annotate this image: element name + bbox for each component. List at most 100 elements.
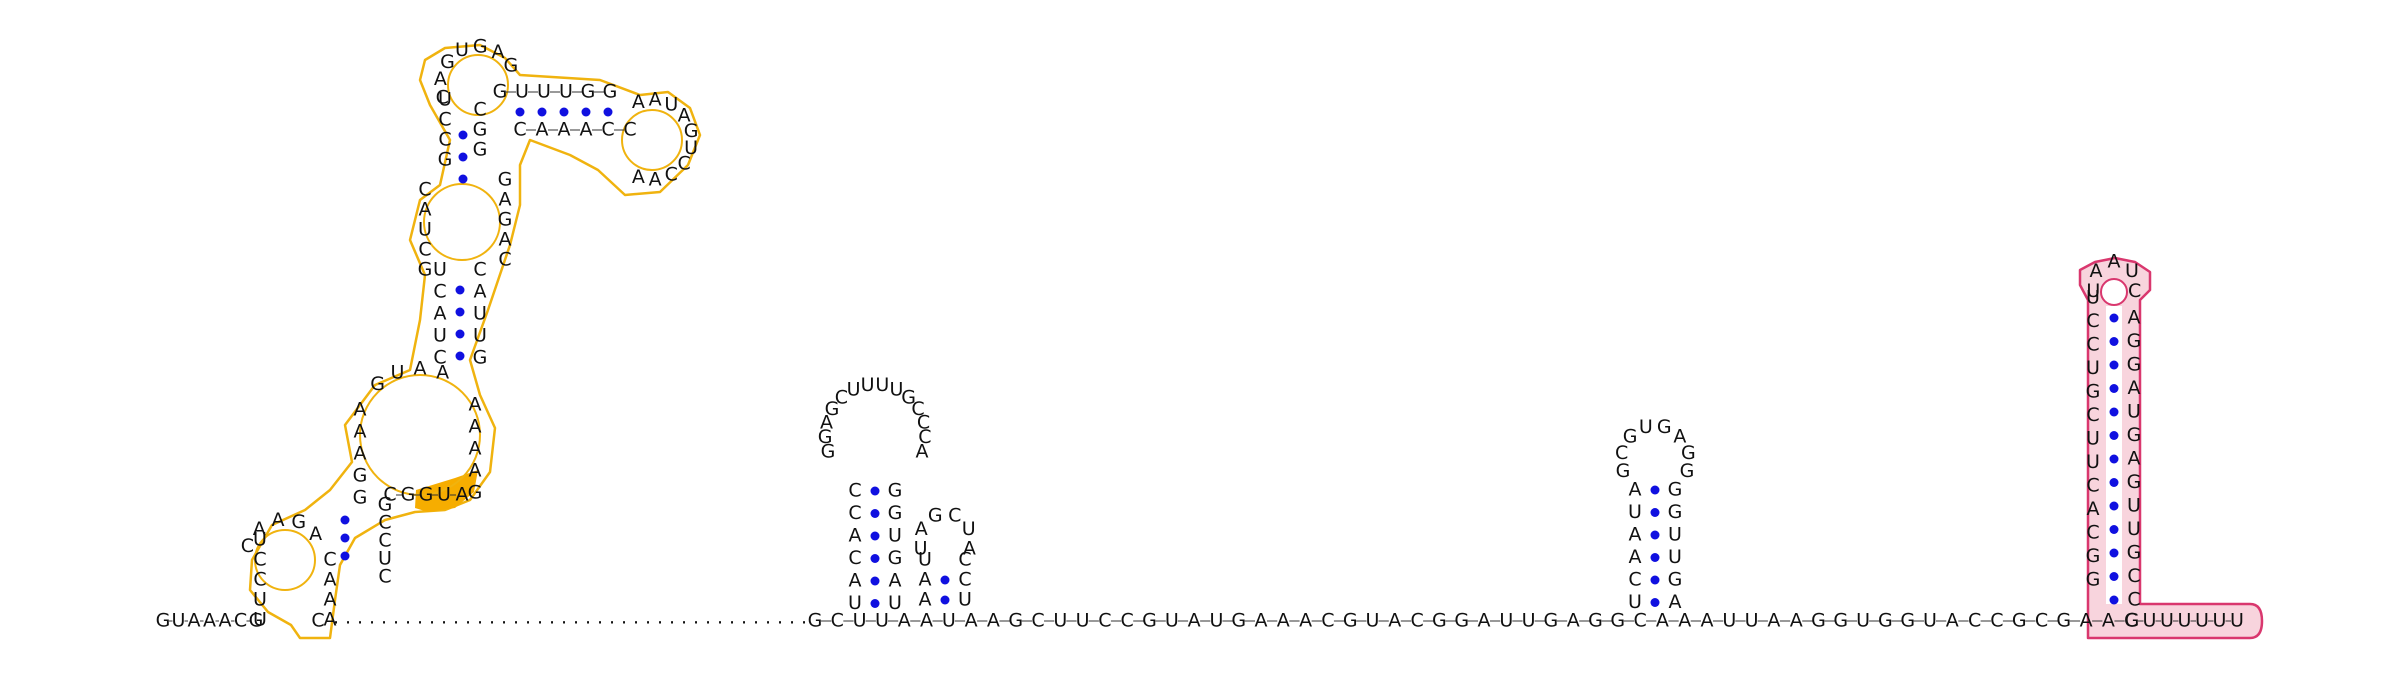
gap-dot: .	[609, 607, 615, 629]
stem-nucleotide: U	[253, 589, 267, 611]
loop-nucleotide: C	[2128, 280, 2141, 302]
stem-nucleotide: U	[378, 548, 392, 570]
stem-nucleotide: A	[1629, 524, 1642, 546]
backbone-nucleotide: G	[2056, 610, 2071, 632]
base-pair-dot	[1650, 485, 1660, 495]
stem-nucleotide: A	[2128, 448, 2141, 470]
stem-nucleotide: C	[2086, 404, 2099, 426]
stem-nucleotide: C	[378, 566, 391, 588]
loop-nucleotide: C	[1615, 442, 1628, 464]
backbone-nucleotide: G	[1878, 610, 1893, 632]
nucleotide: C	[311, 610, 324, 632]
gap-dot: .	[405, 607, 411, 629]
base-pair-dot	[340, 515, 350, 525]
stem-nucleotide: G	[2127, 424, 2142, 446]
stem-nucleotide: U	[418, 219, 432, 241]
base-pair-dot	[870, 486, 880, 496]
stem-nucleotide: A	[499, 189, 512, 211]
loop-nucleotide: G	[370, 373, 385, 395]
loop-nucleotide: A	[820, 412, 833, 434]
stem-nucleotide: A	[469, 416, 482, 438]
stem-nucleotide: A	[469, 460, 482, 482]
stem-nucleotide: U	[433, 325, 447, 347]
loop-nucleotide: A	[272, 509, 285, 531]
stem-nucleotide: G	[498, 209, 513, 231]
stem-nucleotide: C	[1628, 569, 1641, 591]
loop-nucleotide: U	[914, 537, 928, 559]
backbone-nucleotide: G	[1432, 610, 1447, 632]
base-pair-dot	[2109, 360, 2119, 370]
orange-motif-highlight	[248, 43, 702, 640]
stem-nucleotide: U	[515, 81, 529, 103]
base-pair-dot	[870, 554, 880, 563]
stem-nucleotide: G	[2127, 330, 2142, 352]
backbone-nucleotide: C	[1031, 610, 1044, 632]
orange-motif-outline	[248, 43, 702, 640]
backbone-nucleotide: G	[1142, 610, 1157, 632]
backbone-nucleotide: A	[1255, 610, 1268, 632]
backbone-nucleotide: G	[1008, 610, 1023, 632]
backbone-nucleotide: A	[1678, 610, 1691, 632]
loop-nucleotide: A	[632, 166, 645, 188]
stem-nucleotide: A	[434, 303, 447, 325]
backbone-nucleotide: U	[1366, 610, 1380, 632]
stem-nucleotide: C	[2127, 589, 2140, 611]
loop-nucleotide: U	[875, 374, 889, 396]
loop-nucleotide: U	[664, 93, 678, 115]
backbone-nucleotide: U	[1499, 610, 1513, 632]
backbone-nucleotide: C	[1990, 610, 2003, 632]
stem-nucleotide: A	[499, 229, 512, 251]
stem-nucleotide: G	[1668, 501, 1683, 523]
gap-dot: .	[717, 607, 723, 629]
loop-nucleotide: G	[1681, 442, 1696, 464]
stem-nucleotide: U	[2127, 518, 2141, 540]
stem-nucleotide: G	[353, 465, 368, 487]
backbone-nucleotide: U	[1745, 610, 1759, 632]
loop-nucleotide: G	[473, 36, 488, 58]
base-pair-dot	[559, 107, 569, 117]
stem-nucleotide: A	[354, 443, 367, 465]
gap-dot: .	[513, 607, 519, 629]
stem-nucleotide: U	[253, 529, 267, 551]
gap-dot: .	[693, 607, 699, 629]
loop-nucleotide: A	[632, 91, 645, 113]
backbone-nucleotide: C	[2035, 610, 2048, 632]
stem-nucleotide: C	[473, 99, 486, 121]
gap-dot: .	[597, 607, 603, 629]
backbone-nucleotide: A	[1188, 610, 1201, 632]
stem-nucleotide: G	[468, 482, 483, 504]
gap-dot: .	[573, 607, 579, 629]
stem-nucleotide: C	[498, 249, 511, 271]
stem-nucleotide: U	[537, 81, 551, 103]
stem-nucleotide: G	[418, 259, 433, 281]
stem-nucleotide: C	[433, 347, 446, 369]
stem-nucleotide: C	[848, 502, 861, 524]
gap-dot: .	[453, 607, 459, 629]
stem-nucleotide: G	[1668, 479, 1683, 501]
loop-nucleotide: A	[915, 518, 928, 540]
stem-nucleotide: C	[848, 480, 861, 502]
backbone-nucleotide: A	[1478, 610, 1491, 632]
backbone-nucleotide: C	[1633, 610, 1646, 632]
stem-nucleotide: C	[438, 109, 451, 131]
loop-nucleotide: A	[309, 523, 322, 545]
stem-nucleotide: G	[603, 81, 618, 103]
gap-dot: .	[333, 607, 339, 629]
backbone-nucleotide: A	[987, 610, 1000, 632]
stem-nucleotide: G	[2086, 569, 2101, 591]
loop-top-left	[447, 54, 509, 116]
backbone-nucleotide: G	[1231, 610, 1246, 632]
loop-nucleotide: A	[2089, 260, 2102, 282]
loop-nucleotide: G	[1616, 460, 1631, 482]
loop-nucleotide: G	[684, 120, 699, 142]
loop-nucleotide: U	[962, 518, 976, 540]
base-pair-dot	[870, 509, 880, 518]
base-pair-dot	[340, 551, 350, 561]
base-pair-dot	[581, 107, 591, 117]
tail-nucleotide: U	[2160, 610, 2174, 632]
stem-nucleotide: U	[1668, 524, 1682, 546]
backbone-nucleotide: U	[1076, 610, 1090, 632]
stem-nucleotide: C	[378, 530, 391, 552]
stem-nucleotide: G	[473, 139, 488, 161]
